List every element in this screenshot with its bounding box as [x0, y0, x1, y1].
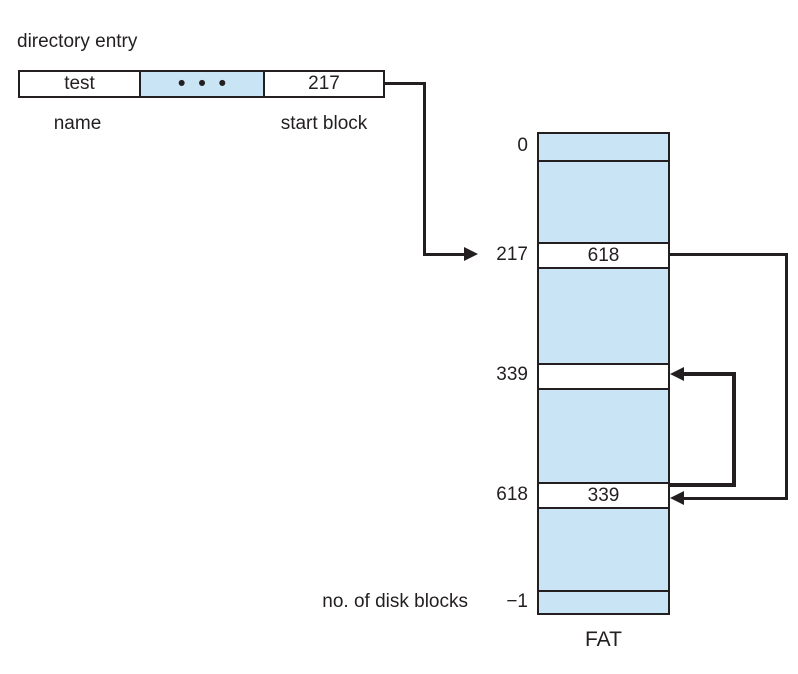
fat-row-339: [539, 363, 668, 388]
fat-row-blank-2: [539, 267, 668, 363]
fat-caption: FAT: [585, 628, 622, 651]
fat-index-label-618: 618: [496, 484, 528, 505]
dir-to-fat-connector-vertical: [423, 82, 426, 255]
fat-row-618-value: 339: [587, 484, 620, 506]
ellipsis-dots-icon: •••: [139, 72, 265, 96]
fat-index-label-217: 217: [496, 244, 528, 265]
link-217-to-618-horizontal-out: [668, 253, 788, 256]
directory-entry-box: test ••• 217: [18, 70, 385, 98]
fat-index-label-0: 0: [517, 135, 528, 156]
arrowhead-right-icon: [464, 247, 478, 261]
fat-table: 618 339: [537, 132, 670, 615]
link-217-to-618-horizontal-in: [682, 497, 788, 500]
link-618-to-339-horizontal-out: [668, 483, 736, 487]
dir-to-fat-connector-horizontal-1: [384, 82, 426, 85]
fat-row-618: 339: [539, 482, 668, 507]
disk-blocks-note: no. of disk blocks: [322, 591, 468, 612]
arrowhead-left-icon: [670, 367, 684, 381]
link-217-to-618-vertical: [785, 253, 788, 500]
fat-row-217-value: 618: [587, 244, 620, 266]
fat-row-blank-1: [539, 160, 668, 242]
fat-row-0: [539, 134, 668, 160]
fat-row-blank-3: [539, 388, 668, 482]
fat-row-blank-4: [539, 507, 668, 590]
link-618-to-339-horizontal-in: [682, 372, 736, 376]
start-block-field-label: start block: [280, 113, 368, 134]
arrowhead-left-icon: [670, 491, 684, 505]
link-618-to-339-vertical: [732, 372, 736, 487]
directory-entry-name-cell: test: [20, 72, 139, 96]
fat-row-minus1: [539, 590, 668, 613]
fat-index-label-339: 339: [496, 364, 528, 385]
name-field-label: name: [53, 113, 102, 134]
directory-entry-start-block-cell: 217: [265, 72, 383, 96]
fat-index-label-minus1: −1: [506, 591, 528, 612]
diagram-title: directory entry: [17, 31, 138, 52]
dir-to-fat-connector-horizontal-2: [423, 253, 465, 256]
fat-row-217: 618: [539, 242, 668, 267]
